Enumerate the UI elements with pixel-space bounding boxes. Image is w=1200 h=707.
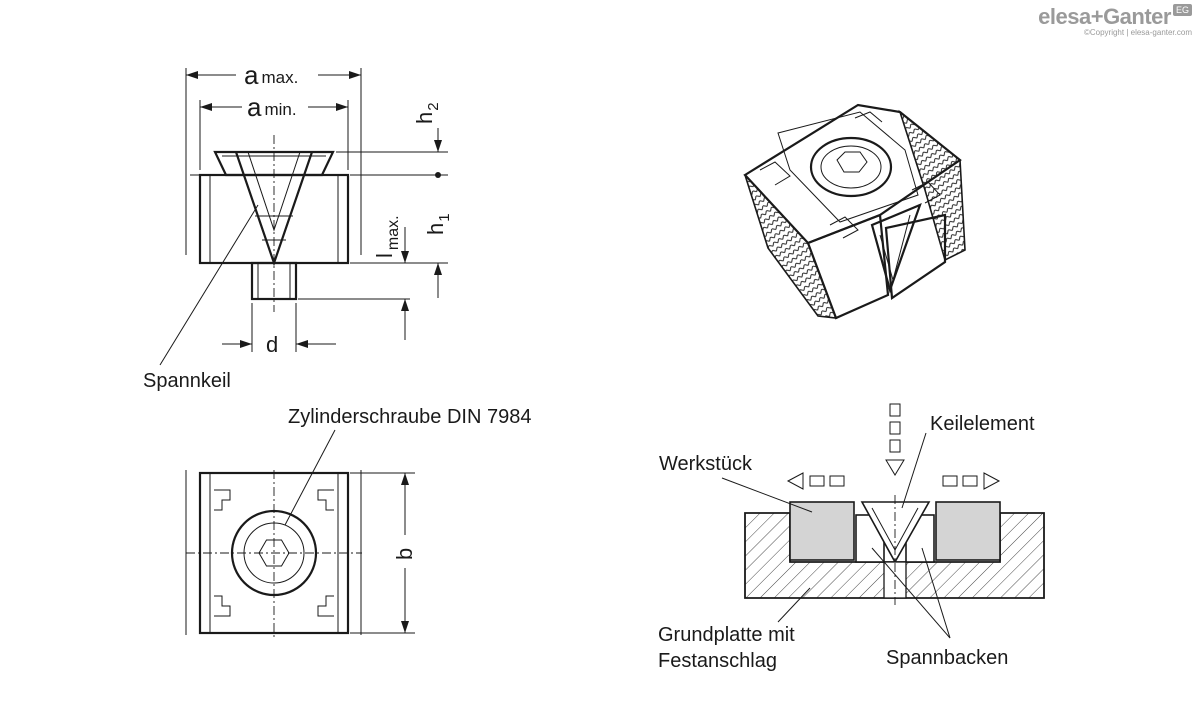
logo-badge: EG [1172,4,1192,16]
label-grundplatte-line1: Grundplatte mit [658,624,795,646]
logo-text: elesa+Ganter [1038,4,1171,29]
force-arrow-down [885,403,905,476]
workpiece-left [789,501,855,561]
label-screw: Zylinderschraube DIN 7984 [288,406,531,428]
hex-socket [836,151,868,173]
knurled-face-right [898,109,966,262]
socket-head-screw [809,136,893,198]
dim-h1: h1 [423,213,453,235]
top-plate [743,103,962,245]
workpiece-right [935,501,1001,561]
label-grundplatte-line2: Festanschlag [658,650,777,672]
force-arrow-right [942,472,1001,490]
wedge-flange [213,150,335,177]
top-view: b Zylinderschraube DIN 7984 [185,406,531,640]
dim-l-max: lmax. [372,215,402,258]
wedge-element [860,501,931,564]
application-view: Keilelement Werkstück Grundplatte mit Fe… [658,403,1045,672]
knurled-face-left [744,174,838,319]
label-spannbacken: Spannbacken [886,647,1008,669]
label-werkstueck: Werkstück [659,453,753,475]
dim-h2: h2 [412,102,442,124]
force-arrow-left [786,472,845,490]
isometric-view [743,103,966,320]
label-keilelement: Keilelement [930,413,1035,435]
dim-b: b [392,548,417,560]
label-spannkeil: Spannkeil [143,370,231,392]
dim-d: d [266,332,278,357]
copyright-text: ©Copyright | elesa-ganter.com [1083,28,1192,37]
